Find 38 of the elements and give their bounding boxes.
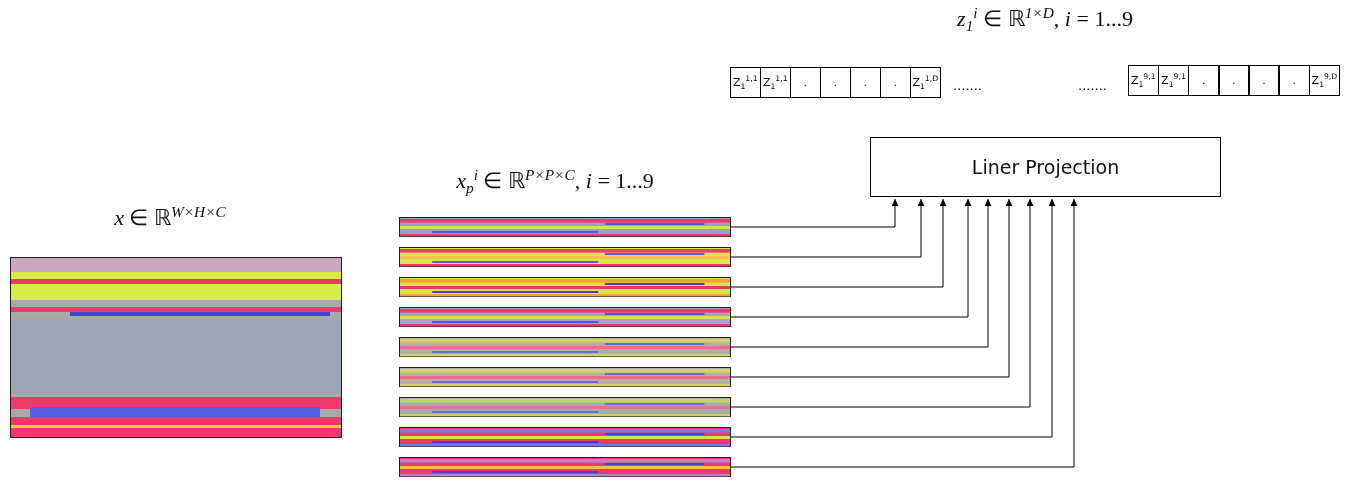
arrow	[730, 198, 947, 288]
token-cell	[1309, 65, 1340, 96]
token-cell	[760, 67, 791, 98]
cell-text: .	[863, 76, 867, 89]
arrow	[730, 198, 1013, 378]
arrow	[730, 198, 899, 228]
token-cell	[1248, 65, 1280, 96]
token-cell	[1188, 65, 1219, 96]
cell-text: .	[833, 76, 837, 89]
token-cell	[850, 67, 881, 98]
cell-text: .	[1201, 74, 1206, 87]
arrow	[730, 198, 1034, 408]
cell-text: .	[803, 76, 807, 89]
arrow	[730, 198, 925, 258]
token-cell	[1218, 65, 1250, 96]
arrow	[730, 198, 1078, 468]
cell-text: .	[893, 76, 897, 89]
token-cell	[1158, 65, 1189, 96]
process-box	[870, 137, 1221, 197]
arrow	[730, 198, 1056, 438]
cell-text: .	[1262, 74, 1266, 87]
arrow	[730, 198, 972, 318]
ellipsis: .......	[1078, 78, 1107, 93]
token-cell	[1128, 65, 1159, 96]
cell-text: .	[1292, 74, 1296, 87]
token-cell	[910, 67, 941, 98]
ellipsis: .......	[953, 78, 982, 93]
token-cell	[790, 67, 821, 98]
token-cell	[1279, 65, 1310, 96]
arrow	[730, 198, 992, 348]
box-label: Liner Projection	[971, 156, 1120, 178]
token-cell	[730, 67, 761, 98]
cell-text: .	[1232, 74, 1236, 87]
token-cell	[880, 67, 911, 98]
math-formula: x$_{p}$$^{i}$ ∈ ℝ$^{P×P×C}$, i = 1...9	[456, 168, 654, 194]
math-formula: x ∈ ℝ$^{W×H×C}$	[114, 205, 226, 231]
token-cell	[820, 67, 851, 98]
math-formula: z$_{1}$$^{i}$ ∈ ℝ$^{1×D}$, i = 1...9	[957, 6, 1133, 32]
